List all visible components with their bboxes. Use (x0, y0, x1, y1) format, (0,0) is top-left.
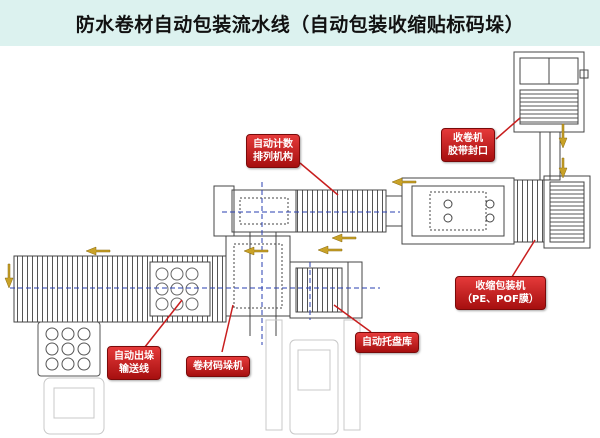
page-title: 防水卷材自动包装流水线（自动包装收缩贴标码垛） (75, 13, 525, 36)
flow-arrow-left-3 (317, 245, 343, 255)
callout-pallet-magazine: 自动托盘库 (355, 332, 419, 353)
flow-arrow-down-3 (558, 157, 568, 179)
callout-shrink-wrap-machine: 收缩包装机 （PE、POF膜） (455, 276, 546, 310)
callout-counting-arrangement: 自动计数 排列机构 (246, 134, 300, 168)
flow-arrow-left-2 (243, 246, 269, 256)
flow-arrow-left-5 (391, 177, 417, 187)
shrink-tape-machine (513, 51, 589, 181)
forklift-outline (43, 319, 361, 435)
callout-roll-stacker: 卷材码垛机 (186, 356, 250, 377)
counting-conveyor (213, 185, 403, 237)
callout-outfeed-line2: 输送线 (119, 364, 149, 375)
callout-shrink-tape-seal: 收卷机 胶带封口 (441, 128, 495, 162)
callout-stacker-line1: 卷材码垛机 (193, 361, 243, 372)
callout-outfeed-conveyor: 自动出垛 输送线 (107, 346, 161, 380)
callout-counting-line1: 自动计数 (253, 139, 293, 150)
callout-shrink-wrap-line1: 收缩包装机 (475, 281, 526, 292)
flow-arrows (4, 123, 568, 289)
shrink-wrap-machine (401, 175, 591, 249)
callout-shrink-tape-line1: 收卷机 (453, 133, 483, 144)
axis-lines (10, 182, 400, 345)
callout-pallet-line1: 自动托盘库 (362, 337, 412, 348)
callout-shrink-tape-line2: 胶带封口 (448, 146, 488, 157)
callout-shrink-wrap-line2: （PE、POF膜） (462, 294, 539, 305)
flow-arrow-down-2 (558, 123, 568, 149)
flow-arrow-left-4 (331, 233, 357, 243)
title-bar: 防水卷材自动包装流水线（自动包装收缩贴标码垛） (0, 0, 600, 46)
stacker-block (225, 232, 363, 336)
callout-pointers (136, 117, 536, 358)
packaging-line-diagram (4, 51, 591, 435)
flow-arrow-left-1 (85, 246, 111, 256)
callout-outfeed-line1: 自动出垛 (114, 351, 154, 362)
outfeed-conveyor (13, 255, 227, 323)
callout-counting-line2: 排列机构 (253, 152, 293, 163)
flow-arrow-down-1 (4, 263, 14, 289)
pallet-grid (37, 321, 101, 377)
